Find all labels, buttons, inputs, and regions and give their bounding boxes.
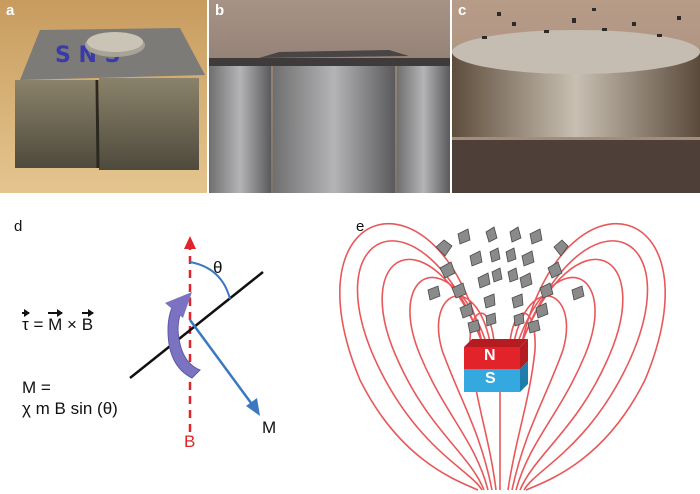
cross-sign: × — [67, 315, 77, 334]
photo-panel-a: S N S a — [0, 0, 207, 193]
photo-panel-b: b — [209, 0, 450, 193]
south-pole-block — [464, 369, 520, 392]
south-pole-label: S — [485, 370, 496, 387]
b-vector-symbol: B — [81, 308, 95, 334]
panel-label-a: a — [6, 2, 15, 19]
magnet-axis-line — [129, 271, 264, 379]
north-pole-label: N — [484, 347, 496, 364]
panel-label-e: e — [356, 218, 365, 235]
torque-equation: τ = M × B — [22, 308, 95, 335]
north-pole-block — [464, 347, 520, 369]
m-equation-line-2: χ m B sin (θ) — [22, 399, 118, 418]
magnetization-arrowhead — [246, 398, 260, 416]
panel-label-c: c — [458, 2, 467, 19]
panel-label-b: b — [215, 2, 225, 19]
equals-sign: = — [33, 315, 44, 334]
panel-label-d: d — [14, 218, 23, 235]
theta-label: θ — [213, 258, 223, 277]
photo-panel-c: c — [452, 0, 700, 193]
rotation-arrow — [167, 297, 201, 379]
field-direction-arrowhead — [184, 236, 196, 249]
flakes — [427, 226, 585, 334]
b-axis-label: B — [184, 432, 196, 451]
magnetization-arrow — [188, 319, 256, 408]
m-vector-symbol: M — [48, 308, 64, 334]
m-arrow-label: M — [262, 418, 277, 437]
m-equation-line-1: M = — [22, 378, 51, 397]
torque-symbol: τ — [22, 308, 30, 334]
rotation-arrowhead — [165, 292, 192, 318]
theta-arc — [189, 261, 231, 300]
bar-magnet — [464, 339, 528, 392]
